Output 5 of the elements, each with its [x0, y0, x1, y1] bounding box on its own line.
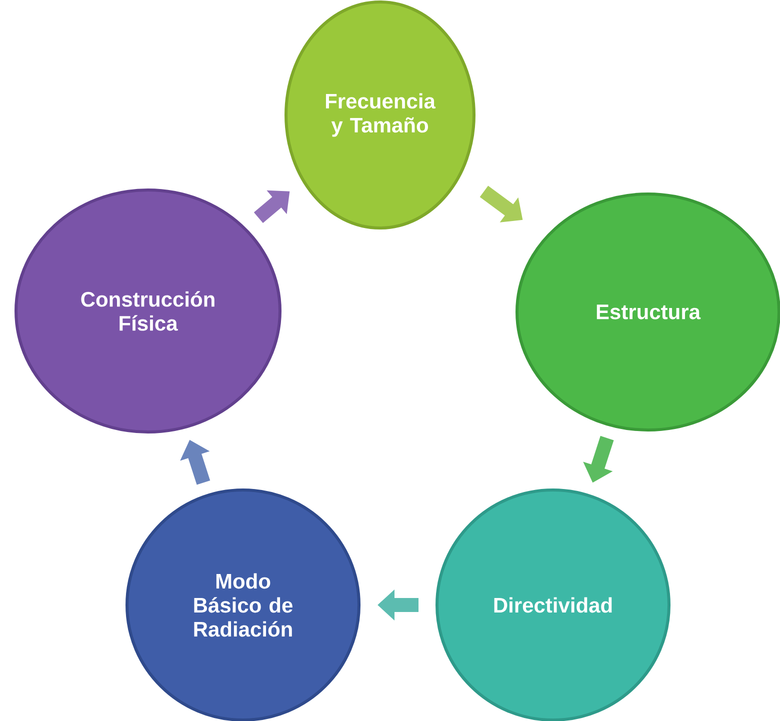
circle-node: Estructura [516, 192, 780, 432]
circle-node: Modo Básico de Radiación [126, 488, 360, 721]
circle-node: Directividad [436, 488, 670, 721]
circle-node: Construcción Física [14, 188, 282, 434]
circle-node: Frecuencia y Tamaño [284, 0, 476, 230]
